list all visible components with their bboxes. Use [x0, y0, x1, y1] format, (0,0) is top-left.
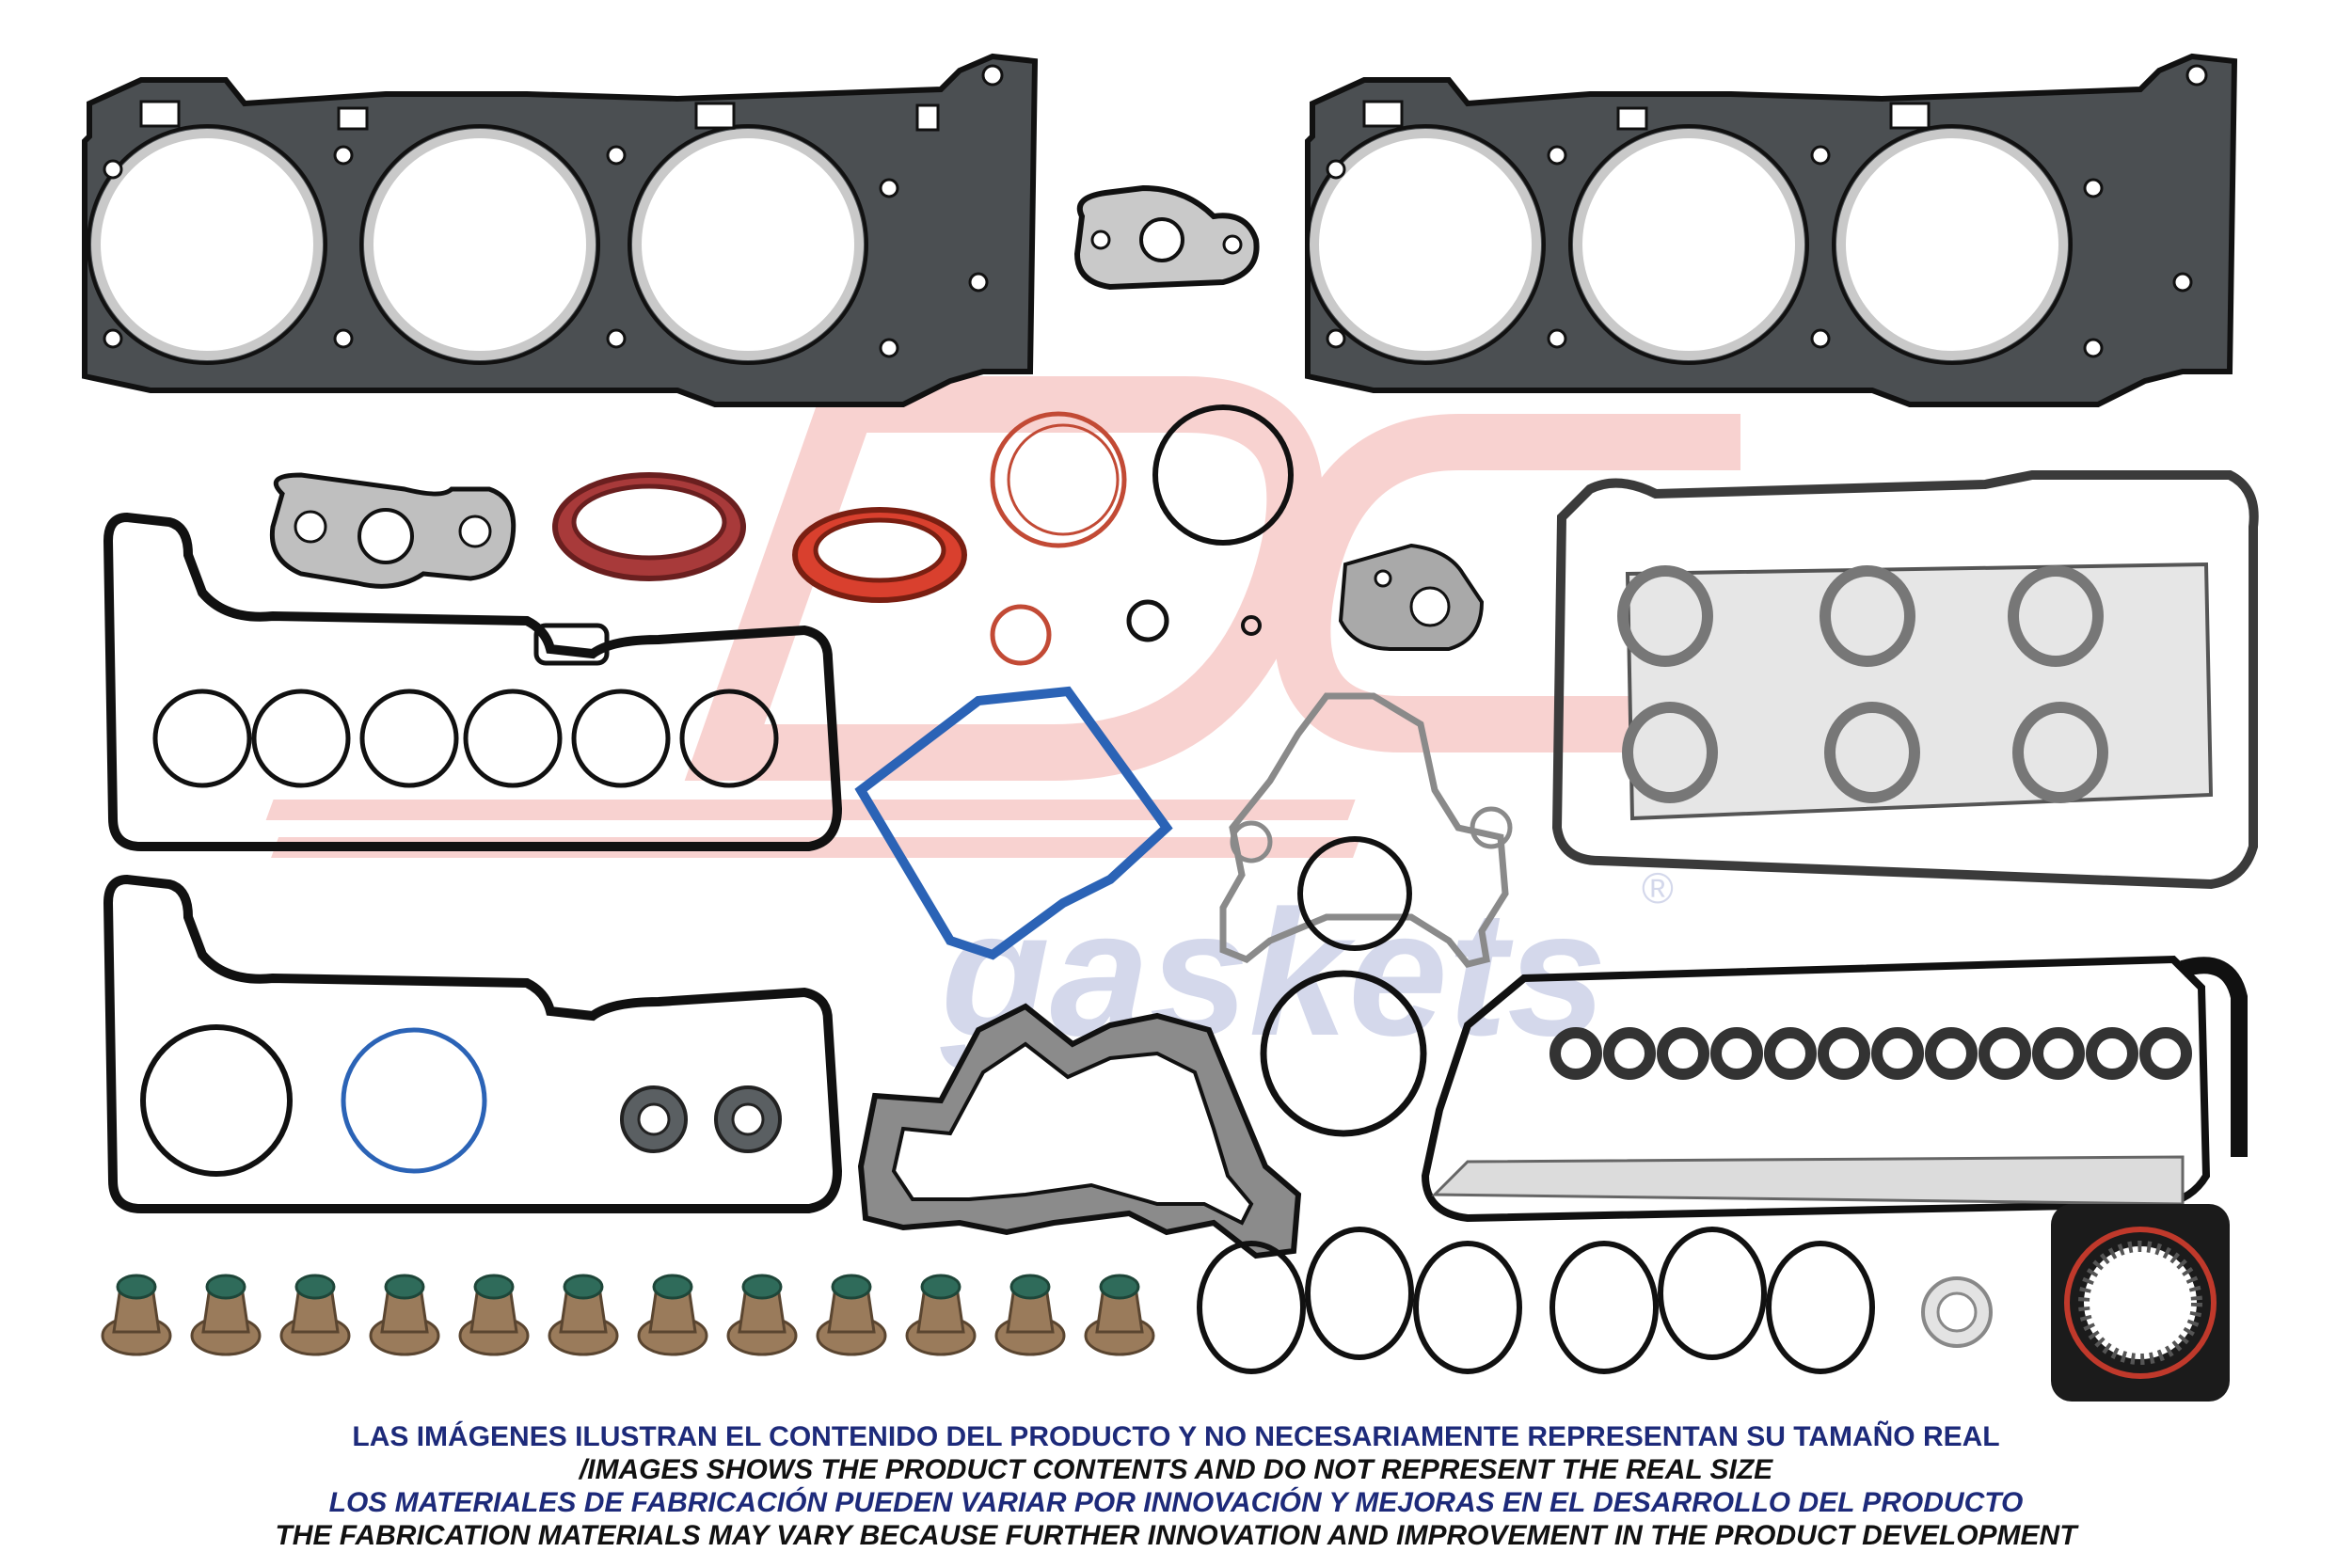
valve-stem-seal: [994, 1274, 1066, 1356]
camshaft-seals: [620, 1085, 782, 1153]
o-ring-set-lower-center: [1260, 836, 1427, 1137]
valve-stem-seal: [458, 1274, 530, 1356]
egr-flange-gasket-left: [269, 472, 516, 589]
valve-stem-seal: [637, 1274, 708, 1356]
crush-washer: [1921, 1276, 1993, 1348]
watermark-stripe-1: [265, 800, 1356, 820]
watermark-registered-mark: ®: [1642, 863, 1674, 912]
head-gasket-right: [1305, 53, 2238, 407]
crankshaft-seal-front: [552, 472, 746, 581]
valve-stem-seal: [816, 1274, 887, 1356]
egr-flange-gasket-top: [1073, 184, 1260, 291]
o-ring-set-center: [990, 404, 1294, 666]
crankshaft-seal-small: [792, 507, 967, 603]
spark-plug-tube-seals: [1549, 1027, 2192, 1080]
front-cover-gasket: [1219, 692, 1513, 968]
water-pump-gasket: [857, 1003, 1302, 1259]
valve-cover-gasket-lower-left: [103, 874, 843, 1213]
valve-stem-seals: [101, 1274, 1155, 1356]
watermark-letter-d: [684, 376, 1324, 781]
egr-plate-gasket: [1338, 543, 1485, 651]
throttle-body-gasket: [2051, 1204, 2230, 1402]
head-gasket-left: [82, 53, 1039, 407]
caption-images-disclaimer-en: /IMAGES SHOWS THE PRODUCT CONTENTS AND D…: [579, 1454, 1773, 1485]
valve-stem-seal: [101, 1274, 172, 1356]
valve-stem-seal: [548, 1274, 619, 1356]
valve-cover-gasket-upper-left: [103, 512, 843, 851]
valve-stem-seal: [190, 1274, 262, 1356]
intake-manifold-gasket-right: [1549, 1227, 1875, 1374]
caption-images-disclaimer-es: LAS IMÁGENES ILUSTRAN EL CONTENIDO DEL P…: [352, 1421, 2000, 1452]
valve-stem-seal: [279, 1274, 351, 1356]
valve-stem-seal: [1084, 1274, 1155, 1356]
valve-stem-seal: [369, 1274, 440, 1356]
oil-pan-baffle-gasket-blue: [854, 686, 1173, 960]
exhaust-manifold-gasket-tray: [1551, 470, 2259, 890]
exhaust-port-gaskets: [1617, 565, 2108, 803]
caption-materials-disclaimer-en: THE FABRICATION MATERIALS MAY VARY BECAU…: [275, 1520, 2077, 1551]
valve-stem-seal: [905, 1274, 977, 1356]
watermark-letter-c: [1274, 414, 1740, 752]
intake-manifold-gasket-left: [1197, 1227, 1522, 1374]
valve-stem-seal: [726, 1274, 798, 1356]
caption-materials-disclaimer-es: LOS MATERIALES DE FABRICACIÓN PUEDEN VAR…: [328, 1487, 2024, 1518]
